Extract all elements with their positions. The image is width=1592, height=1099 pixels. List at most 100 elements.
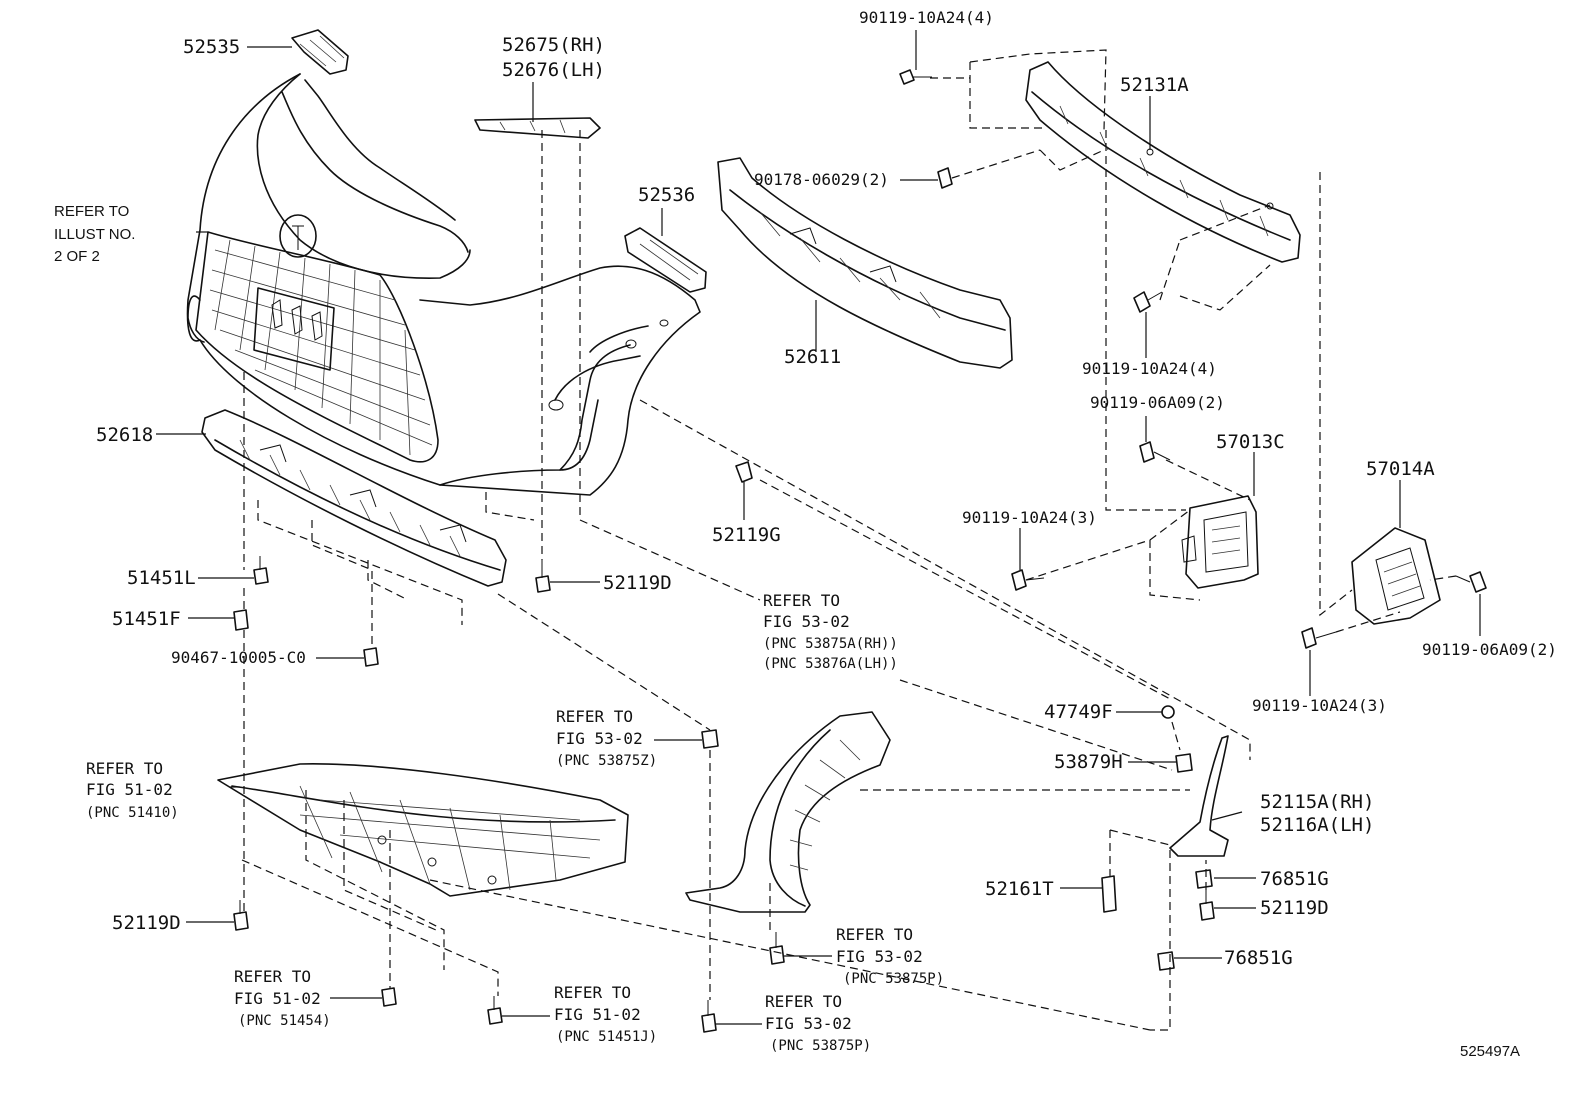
part-labels: 52535 52675(RH) 52676(LH) 52536 52611 52… bbox=[96, 8, 1557, 1060]
svg-text:FIG 51-02: FIG 51-02 bbox=[234, 989, 321, 1008]
svg-text:REFER TO: REFER TO bbox=[763, 591, 840, 610]
bolt-icon bbox=[937, 167, 953, 189]
svg-text:REFER TO: REFER TO bbox=[86, 759, 163, 778]
label-52115A: 52115A(RH) bbox=[1260, 791, 1374, 813]
label-90119-3b: 90119-10A24(3) bbox=[1252, 696, 1387, 715]
clip-icon bbox=[381, 987, 397, 1007]
engine-under-cover-illustration bbox=[217, 763, 629, 897]
refer-fig-53-02-z: REFER TO FIG 53-02 (PNC 53875Z) bbox=[556, 707, 657, 769]
bracket-57013C-illustration bbox=[1181, 495, 1259, 589]
label-52119D-lower: 52119D bbox=[112, 912, 181, 934]
refer-illust-2of2: REFER TO ILLUST NO. 2 OF 2 bbox=[54, 203, 135, 265]
label-52116A: 52116A(LH) bbox=[1260, 814, 1374, 836]
bolt-icon bbox=[701, 1000, 717, 1033]
reinforcement-52131A-illustration bbox=[1025, 61, 1301, 263]
label-52119G: 52119G bbox=[712, 524, 781, 546]
side-support-52115A-illustration bbox=[1169, 735, 1229, 857]
clip-icon bbox=[1195, 869, 1213, 889]
assembly-dashed-lines bbox=[241, 49, 1457, 1031]
label-90119-06A09-a: 90119-06A09(2) bbox=[1090, 393, 1225, 412]
bolt-icon bbox=[1199, 890, 1215, 921]
svg-text:(PNC 53876A(LH)): (PNC 53876A(LH)) bbox=[763, 656, 898, 672]
svg-text:(PNC 53875Z): (PNC 53875Z) bbox=[556, 753, 657, 769]
svg-text:REFER TO: REFER TO bbox=[234, 967, 311, 986]
clip-icon bbox=[1157, 951, 1175, 971]
bolt-icon bbox=[1455, 571, 1487, 593]
clip-icon bbox=[701, 729, 719, 749]
bolt-icon bbox=[899, 69, 932, 85]
refer-fig-53-02-p-upper: REFER TO FIG 53-02 (PNC 53875P) bbox=[836, 925, 944, 987]
refer-fig-53-02-p-lower: REFER TO FIG 53-02 (PNC 53875P) bbox=[765, 992, 871, 1054]
svg-text:FIG 51-02: FIG 51-02 bbox=[554, 1005, 641, 1024]
lower-absorber-52618-illustration bbox=[201, 409, 507, 587]
clip-icon bbox=[1161, 705, 1175, 719]
svg-text:FIG 53-02: FIG 53-02 bbox=[763, 612, 850, 631]
label-90119-06A09-b: 90119-06A09(2) bbox=[1422, 640, 1557, 659]
bolt-icon bbox=[487, 996, 503, 1025]
label-52675: 52675(RH) bbox=[502, 34, 605, 56]
svg-text:(PNC 51454): (PNC 51454) bbox=[238, 1013, 331, 1029]
label-52611: 52611 bbox=[784, 346, 841, 368]
svg-text:FIG 51-02: FIG 51-02 bbox=[86, 780, 173, 799]
bolt-icon bbox=[1133, 291, 1163, 313]
svg-text:ILLUST NO.: ILLUST NO. bbox=[54, 226, 135, 243]
label-90178: 90178-06029(2) bbox=[754, 170, 889, 189]
label-51451F: 51451F bbox=[112, 608, 181, 630]
svg-text:FIG 53-02: FIG 53-02 bbox=[556, 729, 643, 748]
svg-text:REFER TO: REFER TO bbox=[54, 203, 129, 220]
svg-text:REFER TO: REFER TO bbox=[556, 707, 633, 726]
bracket-52536-illustration bbox=[624, 227, 707, 293]
leader-lines bbox=[156, 30, 1481, 1025]
label-76851G-lower: 76851G bbox=[1224, 947, 1293, 969]
label-52535: 52535 bbox=[183, 36, 240, 58]
clip-icon bbox=[1101, 875, 1117, 913]
fasteners bbox=[233, 69, 1487, 1033]
svg-text:(PNC 53875A(RH)): (PNC 53875A(RH)) bbox=[763, 636, 898, 652]
clip-icon bbox=[363, 647, 379, 667]
label-90467: 90467-10005-C0 bbox=[171, 648, 306, 667]
label-52618: 52618 bbox=[96, 424, 153, 446]
label-52131A: 52131A bbox=[1120, 74, 1189, 96]
bolt-icon bbox=[1011, 569, 1045, 591]
label-52161T: 52161T bbox=[985, 878, 1054, 900]
svg-text:REFER TO: REFER TO bbox=[765, 992, 842, 1011]
label-52676: 52676(LH) bbox=[502, 59, 605, 81]
label-52119D-upper: 52119D bbox=[603, 572, 672, 594]
label-47749F: 47749F bbox=[1044, 701, 1113, 723]
refer-labels: REFER TO ILLUST NO. 2 OF 2 REFER TO FIG … bbox=[54, 203, 944, 1054]
bolt-icon bbox=[253, 556, 269, 585]
side-strip-52675-illustration bbox=[474, 117, 601, 139]
refer-fig-51-02-454: REFER TO FIG 51-02 (PNC 51454) bbox=[234, 967, 331, 1029]
label-51451L: 51451L bbox=[127, 567, 196, 589]
fender-liner-illustration bbox=[685, 711, 891, 913]
label-53879H: 53879H bbox=[1054, 751, 1123, 773]
diagram-id: 525497A bbox=[1460, 1043, 1520, 1060]
label-57014A: 57014A bbox=[1366, 458, 1435, 480]
bolt-icon bbox=[769, 932, 785, 965]
bolt-icon bbox=[233, 900, 249, 931]
label-90119-mid: 90119-10A24(4) bbox=[1082, 359, 1217, 378]
label-76851G-upper: 76851G bbox=[1260, 868, 1329, 890]
energy-absorber-52611-illustration bbox=[717, 157, 1013, 369]
svg-text:REFER TO: REFER TO bbox=[554, 983, 631, 1002]
svg-text:2 OF 2: 2 OF 2 bbox=[54, 248, 100, 265]
bolt-icon bbox=[1301, 627, 1337, 649]
refer-fig-51-02-410: REFER TO FIG 51-02 (PNC 51410) bbox=[86, 759, 179, 821]
refer-fig-53-02-main: REFER TO FIG 53-02 (PNC 53875A(RH)) (PNC… bbox=[763, 591, 898, 672]
label-90119-top: 90119-10A24(4) bbox=[859, 8, 994, 27]
bolt-icon bbox=[1139, 441, 1171, 463]
label-52536: 52536 bbox=[638, 184, 695, 206]
svg-text:(PNC 51451J): (PNC 51451J) bbox=[556, 1029, 657, 1045]
label-57013C: 57013C bbox=[1216, 431, 1285, 453]
bolt-icon bbox=[535, 560, 551, 593]
svg-text:(PNC 53875P): (PNC 53875P) bbox=[843, 971, 944, 987]
label-90119-3a: 90119-10A24(3) bbox=[962, 508, 1097, 527]
svg-text:REFER TO: REFER TO bbox=[836, 925, 913, 944]
svg-text:FIG 53-02: FIG 53-02 bbox=[836, 947, 923, 966]
svg-text:(PNC 51410): (PNC 51410) bbox=[86, 805, 179, 821]
label-52119D-right: 52119D bbox=[1260, 897, 1329, 919]
clip-icon bbox=[1175, 753, 1193, 773]
refer-fig-51-02-451j: REFER TO FIG 51-02 (PNC 51451J) bbox=[554, 983, 657, 1045]
bumper-cover-illustration bbox=[186, 73, 701, 496]
